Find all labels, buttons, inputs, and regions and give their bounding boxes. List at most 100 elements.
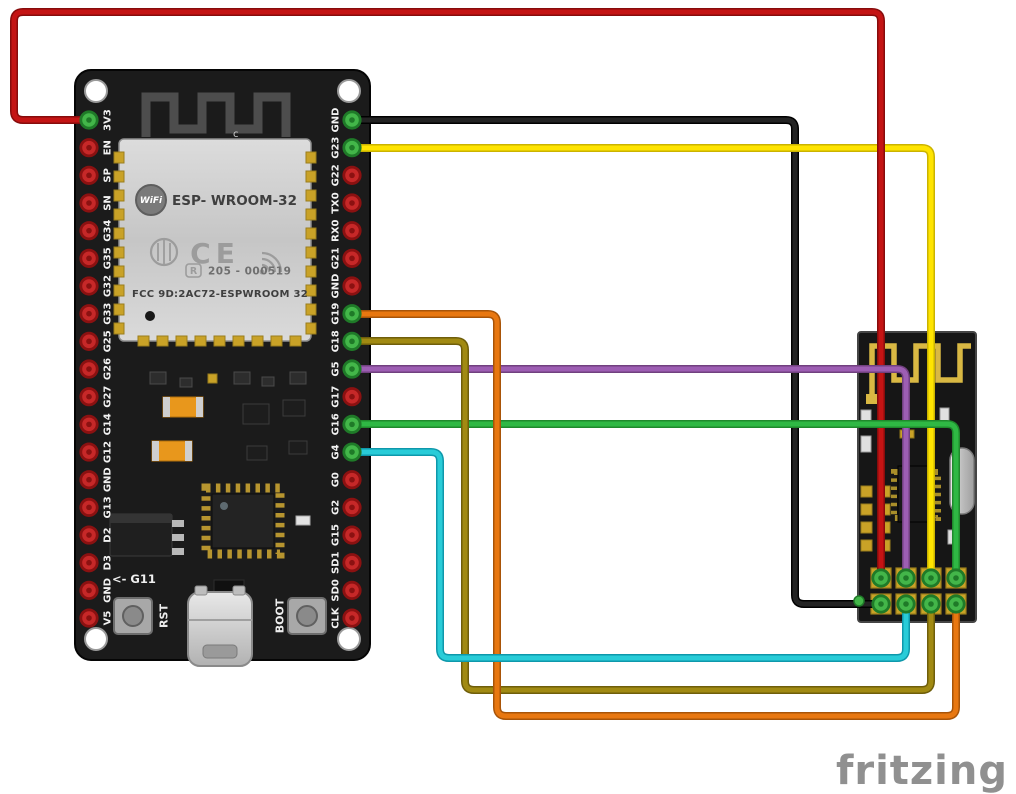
esp32-silk-dot bbox=[145, 311, 155, 321]
usb-connector bbox=[187, 585, 253, 667]
capacitor-2 bbox=[151, 440, 193, 462]
esp32-pin-right-g16-11-hole bbox=[349, 421, 355, 428]
esp32-pin-label-left-0: 3V3 bbox=[103, 109, 114, 131]
esp32-castellation-left bbox=[113, 303, 125, 316]
esp32-pin-right-g4-12-hole bbox=[349, 449, 355, 455]
boot-button-label: BOOT bbox=[274, 598, 287, 633]
esp32-pin-label-left-13: GND bbox=[103, 467, 114, 492]
wire-black-gnd[interactable] bbox=[349, 117, 884, 607]
esp32-pin-right-g2-14-hole bbox=[349, 504, 355, 511]
esp32-pin-right-g21-5-hole bbox=[349, 255, 355, 262]
esp32-pin-label-right-6: GND bbox=[331, 274, 342, 299]
esp32-castellation-right bbox=[305, 227, 317, 240]
esp32-pin-label-right-0: GND bbox=[331, 108, 342, 133]
esp32-pin-left-gnd-17-hole bbox=[86, 587, 92, 594]
esp32-pin-left-g14-11-hole bbox=[86, 421, 92, 428]
nrf24-hole-pad bbox=[860, 521, 873, 534]
esp32-pin-left-d2-15-hole bbox=[86, 532, 92, 538]
esp32-antenna-trace bbox=[141, 92, 291, 137]
esp32-castellation-left bbox=[113, 246, 125, 259]
esp32-pin-label-right-8: G18 bbox=[331, 330, 342, 352]
gpio-note: <- G11 bbox=[112, 572, 156, 586]
esp32-pin-label-right-7: G19 bbox=[331, 303, 342, 325]
esp32-pin-right-g18-8-hole bbox=[349, 338, 355, 345]
esp32-pin-right-g17-10-hole bbox=[349, 393, 355, 400]
wire-edge-cyan-g4 bbox=[348, 448, 910, 662]
esp32-pin-left-g32-6-hole bbox=[86, 283, 92, 289]
esp32-castellation-left bbox=[113, 322, 125, 335]
cert-number: 205 - 000519 bbox=[208, 266, 291, 278]
esp32-castellation-left bbox=[113, 284, 125, 297]
smd-ic-3 bbox=[246, 445, 268, 461]
esp32-castellation-right bbox=[305, 151, 317, 164]
boot-button bbox=[287, 597, 327, 635]
esp32-pin-label-right-10: G17 bbox=[331, 386, 342, 408]
esp32-pin-label-right-11: G16 bbox=[331, 413, 342, 435]
esp32-module-title: ESP- WROOM-32 bbox=[172, 193, 297, 209]
esp32-pin-label-right-15: G15 bbox=[331, 524, 342, 546]
esp32-pin-label-right-13: G0 bbox=[331, 472, 342, 487]
esp32-castellation-right bbox=[305, 246, 317, 259]
r-mark-box bbox=[185, 263, 202, 278]
esp32-castellation-right bbox=[305, 303, 317, 316]
wire-orange-g19[interactable] bbox=[349, 311, 959, 719]
esp32-castellation-bottom bbox=[251, 335, 264, 347]
nrf24-pin-r1c2-hole bbox=[903, 575, 909, 581]
wire-red-3v3[interactable] bbox=[11, 9, 884, 581]
esp32-pin-right-g0-13-hole bbox=[349, 476, 355, 483]
esp32-pin-right-sd1-16-hole bbox=[349, 559, 355, 566]
nrf24-pin-r1c3-hole bbox=[928, 575, 934, 581]
esp32-pin-right-clk-18-hole bbox=[349, 615, 355, 621]
esp32-pin-left-g26-9-hole bbox=[86, 366, 92, 372]
esp32-pin-label-left-17: GND bbox=[103, 578, 114, 603]
esp32-board: c WiFi ESP- WROOM-32 CE R 205 - 000519 F… bbox=[74, 69, 371, 667]
esp32-castellation-right bbox=[305, 189, 317, 202]
esp32-castellation-left bbox=[113, 189, 125, 202]
smd-ic-4 bbox=[288, 440, 308, 455]
esp32-castellation-right bbox=[305, 265, 317, 278]
esp32-castellation-right bbox=[305, 322, 317, 335]
nrf24-pin-r2c4-hole bbox=[953, 601, 959, 607]
esp32-castellation-bottom bbox=[137, 335, 150, 347]
esp32-pin-label-right-9: G5 bbox=[331, 361, 342, 376]
nrf24-pin-r2c1-hole bbox=[878, 601, 884, 607]
esp32-pin-left-sn-3-hole bbox=[86, 200, 92, 206]
wire-cyan-g4[interactable] bbox=[349, 449, 909, 661]
wire-purple-g5[interactable] bbox=[349, 366, 909, 581]
esp32-pin-left-3v3-0-hole bbox=[86, 117, 92, 123]
esp32-castellation-bottom bbox=[213, 335, 226, 347]
esp32-pin-right-g5-9-hole bbox=[349, 366, 355, 372]
esp32-pin-left-v5-18-hole bbox=[86, 615, 92, 621]
capacitor-1 bbox=[162, 396, 204, 418]
esp32-castellation-right bbox=[305, 208, 317, 221]
smd-ic-1 bbox=[242, 403, 270, 425]
wire-olive-g18[interactable] bbox=[349, 338, 934, 693]
nrf24-pin-r1c4-hole bbox=[953, 575, 959, 581]
restriction-icon-lines bbox=[157, 240, 171, 264]
esp32-pin-label-left-6: G32 bbox=[103, 275, 114, 297]
esp32-pin-label-left-8: G25 bbox=[103, 330, 114, 352]
esp32-pin-label-right-3: TX0 bbox=[331, 192, 342, 214]
esp32-pin-label-left-12: G12 bbox=[103, 441, 114, 463]
nrf24-smd-3 bbox=[939, 407, 950, 423]
esp32-castellation-right bbox=[305, 170, 317, 183]
esp32-pin-left-g13-14-hole bbox=[86, 504, 92, 511]
esp32-pin-left-en-1-hole bbox=[86, 144, 92, 151]
esp32-pin-right-sd0-17-hole bbox=[349, 587, 355, 594]
wire-edge-black-gnd bbox=[348, 116, 885, 608]
esp32-mounting-hole-tl bbox=[84, 79, 108, 103]
esp32-mounting-hole-tr bbox=[337, 79, 361, 103]
esp32-castellation-bottom bbox=[270, 335, 283, 347]
esp32-pin-label-left-10: G27 bbox=[103, 386, 114, 408]
fritzing-watermark: fritzing bbox=[836, 748, 1008, 794]
esp32-pin-right-g23-1-hole bbox=[349, 144, 355, 151]
wire-green-g16[interactable] bbox=[349, 421, 959, 581]
esp32-smd-components bbox=[149, 371, 308, 462]
smd-ic-2 bbox=[282, 399, 306, 417]
wire-yellow-g23[interactable] bbox=[349, 145, 934, 581]
esp32-pin-right-rx0-4-hole bbox=[349, 227, 355, 234]
esp32-castellation-bottom bbox=[194, 335, 207, 347]
esp32-pin-label-left-11: G14 bbox=[103, 413, 114, 435]
